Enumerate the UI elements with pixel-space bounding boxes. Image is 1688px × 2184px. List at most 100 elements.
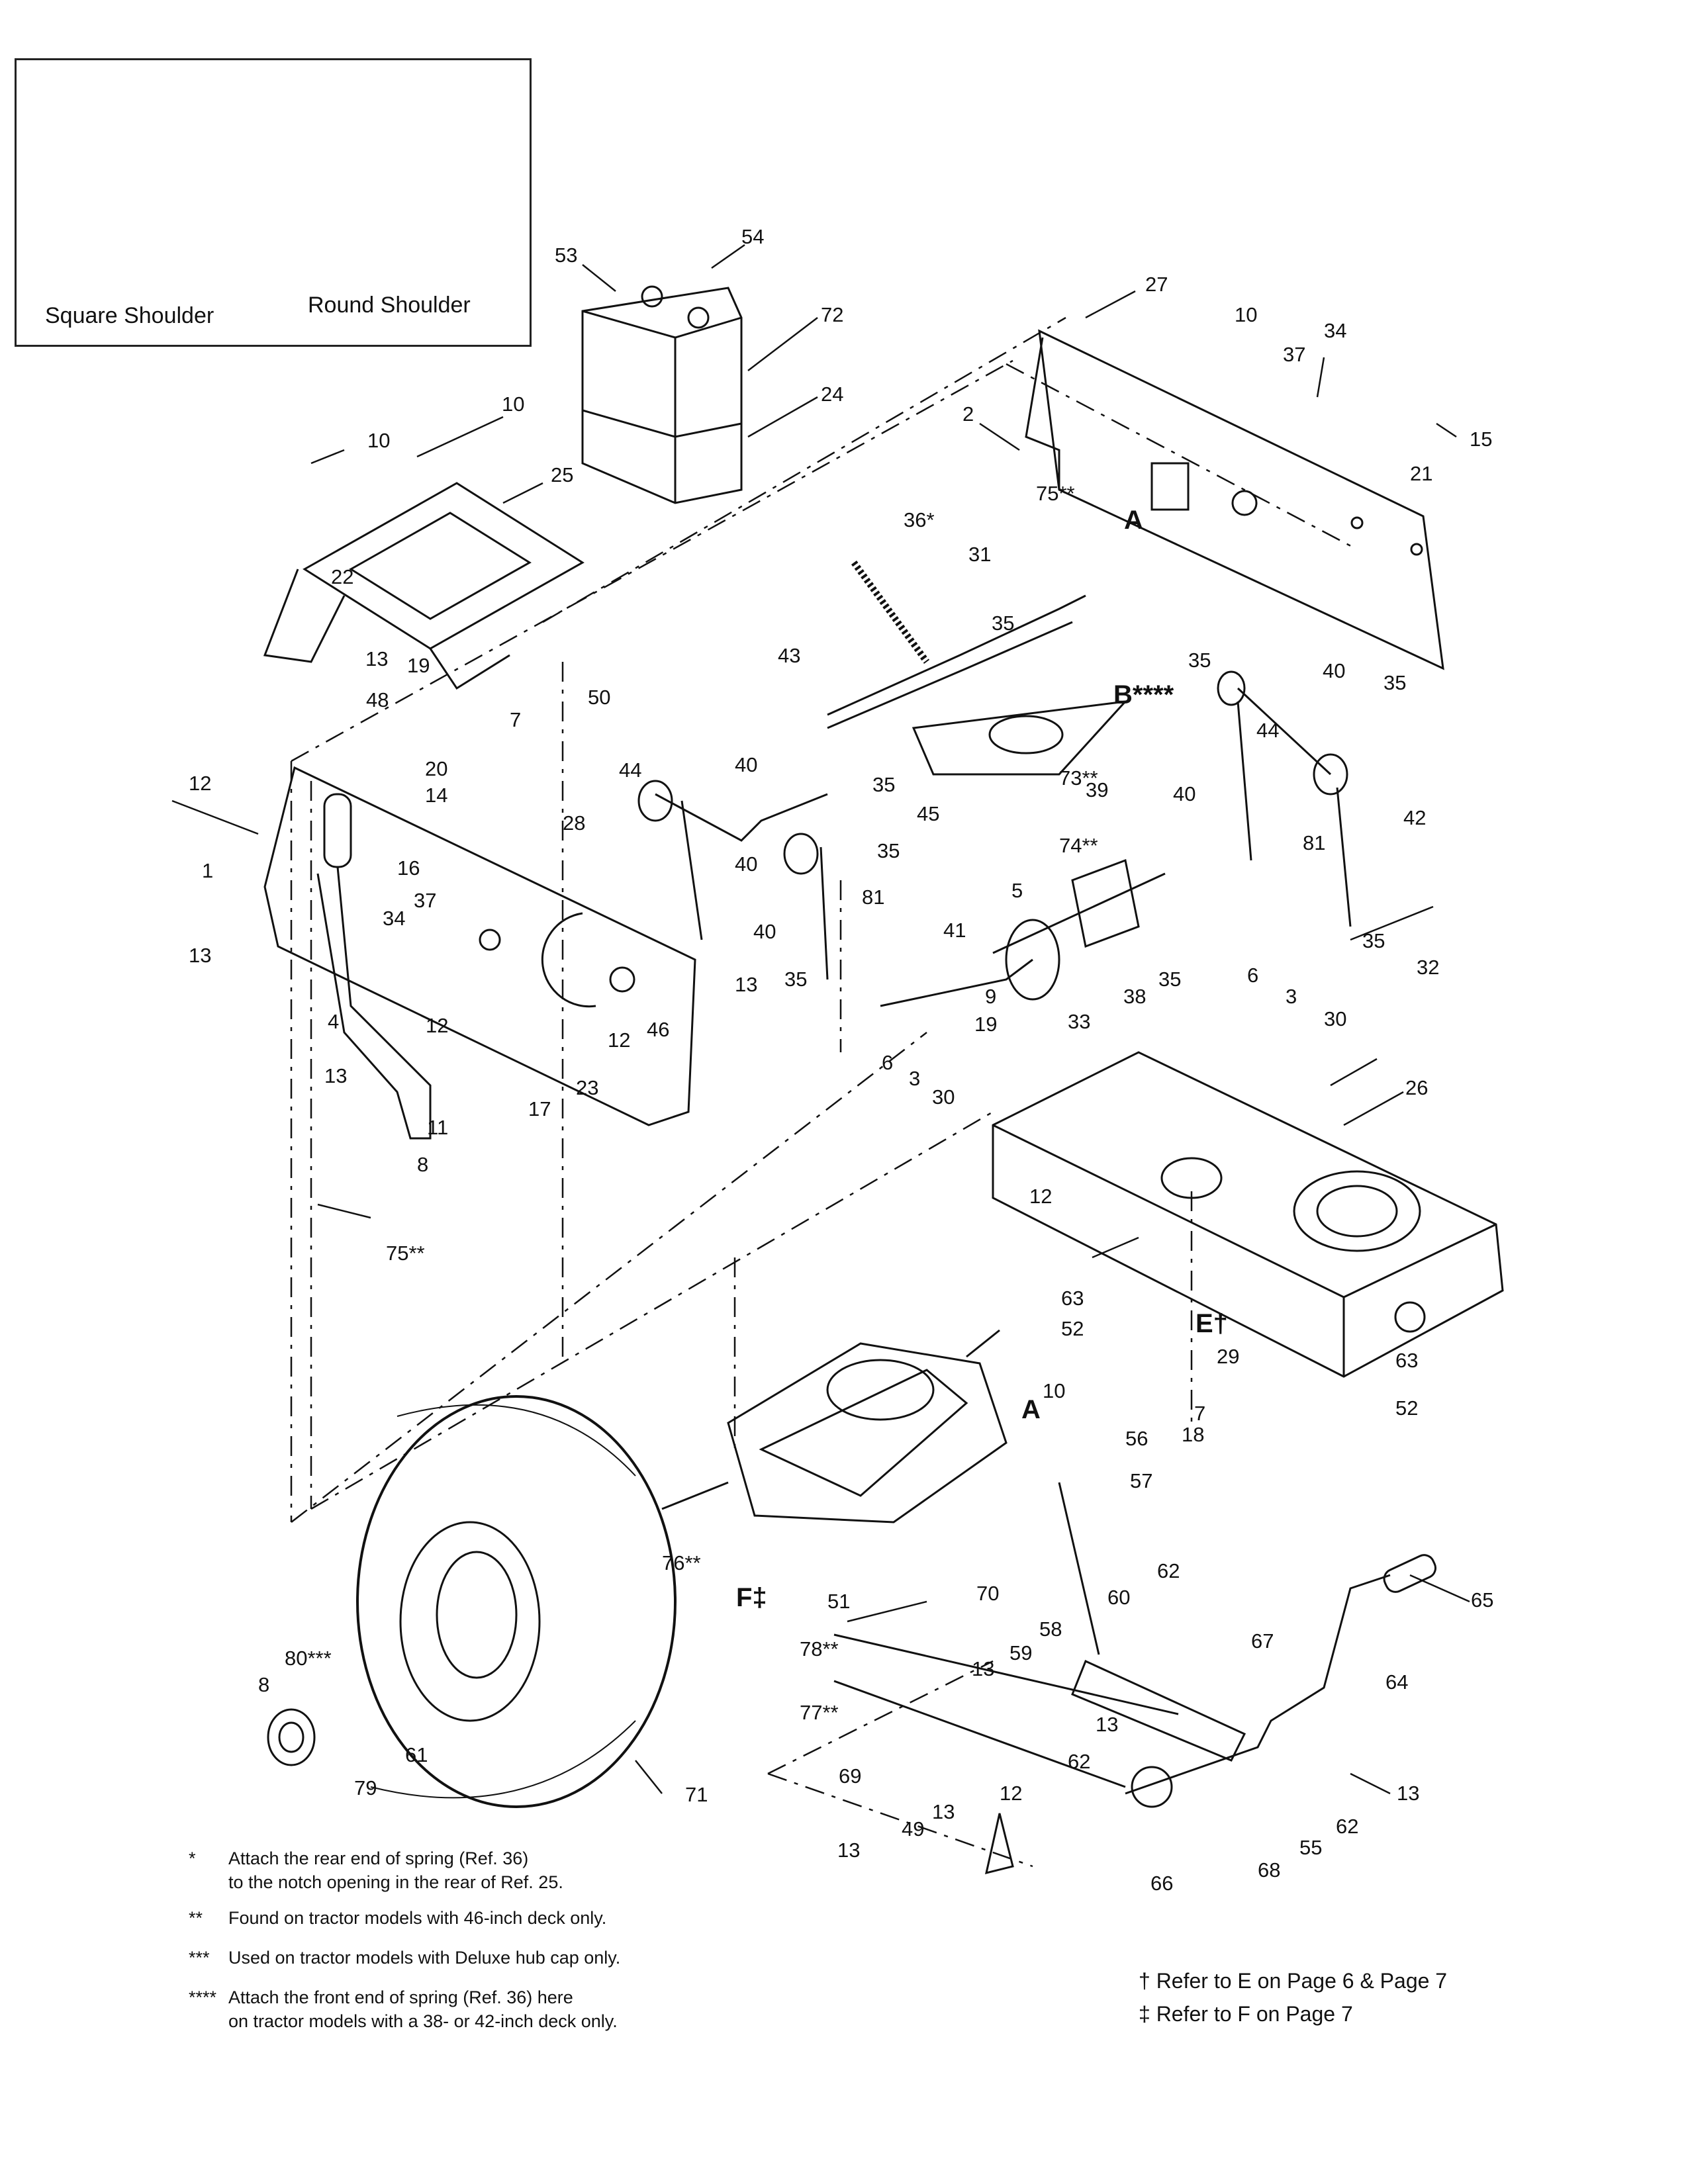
callout-40: 40 [1173,782,1196,805]
callout-A: A [1124,506,1143,535]
callout-58: 58 [1039,1617,1062,1641]
callout-31: 31 [968,543,992,566]
callout-6: 6 [1247,964,1259,987]
callout-81: 81 [862,886,885,909]
callout-24: 24 [821,383,844,406]
footnote-1: * Attach the rear end of spring (Ref. 36)… [189,1846,563,1895]
spring-pivot-assembly-icon [827,561,1128,776]
callout-51: 51 [827,1590,851,1613]
footnote-4: ****Attach the front end of spring (Ref.… [189,1985,618,2034]
callout-13: 13 [365,647,389,670]
callout-7: 7 [510,708,522,731]
callout-E: E† [1196,1309,1228,1338]
footnote-4-mark: **** [189,1987,217,2007]
callout-B: B**** [1113,680,1174,709]
callout-12: 12 [189,772,212,795]
callout-59: 59 [1009,1641,1033,1664]
tire-legend [15,58,532,347]
callout-13: 13 [735,973,758,996]
callout-77: 77** [800,1701,839,1724]
callout-74: 74** [1059,834,1098,857]
brake-shaft-icon [880,858,1166,1007]
callout-13: 13 [189,944,212,967]
callout-20: 20 [425,757,448,780]
callout-16: 16 [397,856,420,880]
callout-8: 8 [258,1673,270,1696]
footnote-1-line-1: Attach the rear end of spring (Ref. 36) [228,1848,529,1868]
callout-76: 76** [662,1551,701,1574]
callout-56: 56 [1125,1427,1149,1450]
callout-55: 55 [1299,1836,1323,1859]
main-chassis-icon [992,1051,1504,1378]
callout-14: 14 [425,784,448,807]
callout-37: 37 [1283,343,1306,366]
callout-41: 41 [943,919,966,942]
callout-42: 42 [1403,806,1427,829]
callout-73: 73** [1059,766,1098,790]
callout-61: 61 [405,1743,428,1766]
callout-30: 30 [1324,1007,1347,1030]
callout-30: 30 [932,1085,955,1109]
callout-13: 13 [837,1839,861,1862]
callout-48: 48 [366,688,389,711]
lift-lever-icon [316,793,432,1140]
callout-2: 2 [962,402,974,426]
linkage-rods-icon [637,670,1352,980]
callout-40: 40 [753,920,776,943]
callout-63: 63 [1395,1349,1419,1372]
callout-63: 63 [1061,1287,1084,1310]
footnote-2: ** Found on tractor models with 46-inch d… [189,1906,606,1930]
callout-13: 13 [1096,1713,1119,1736]
callout-52: 52 [1395,1396,1419,1420]
callout-27: 27 [1145,273,1168,296]
hub-cap-icon [267,1708,316,1766]
callout-17: 17 [528,1097,551,1120]
callout-10: 10 [1235,303,1258,326]
callout-11: 11 [427,1116,449,1139]
callout-3: 3 [909,1067,921,1090]
callout-28: 28 [563,811,586,835]
callout-26: 26 [1405,1076,1429,1099]
callout-49: 49 [902,1817,925,1841]
callout-22: 22 [331,565,354,588]
callout-33: 33 [1068,1010,1091,1033]
callout-13: 13 [324,1064,348,1087]
callout-39: 39 [1086,778,1109,801]
callout-10: 10 [502,392,525,416]
callout-3: 3 [1286,985,1297,1008]
footnote-1-line-2: to the notch opening in the rear of Ref.… [228,1872,563,1893]
callout-43: 43 [778,644,801,667]
footnote-2-mark: ** [189,1908,203,1928]
callout-13: 13 [1397,1782,1420,1805]
callout-57: 57 [1130,1469,1153,1492]
side-frame-plate-icon [263,766,696,1126]
refer-note-e: † Refer to E on Page 6 & Page 7 [1139,1969,1448,1993]
callout-62: 62 [1068,1750,1091,1773]
callout-10: 10 [367,429,391,452]
callout-35: 35 [1188,649,1211,672]
footnote-2-line-1: Found on tractor models with 46-inch dec… [228,1908,607,1928]
callout-13: 13 [932,1800,955,1823]
callout-35: 35 [992,612,1015,635]
callout-7: 7 [1194,1402,1206,1425]
callout-23: 23 [576,1076,599,1099]
callout-34: 34 [383,907,406,930]
callout-52: 52 [1061,1317,1084,1340]
callout-21: 21 [1410,462,1433,485]
callout-34: 34 [1324,319,1347,342]
battery-icon [581,285,743,504]
callout-53: 53 [555,244,578,267]
callout-35: 35 [784,968,808,991]
callout-1: 1 [202,859,214,882]
callout-12: 12 [1000,1782,1023,1805]
callout-29: 29 [1217,1345,1240,1368]
callout-25: 25 [551,463,574,486]
callout-71: 71 [685,1783,708,1806]
callout-65: 65 [1471,1588,1494,1612]
footnote-1-mark: * [189,1848,196,1868]
refer-note-f: ‡ Refer to F on Page 7 [1139,2002,1353,2026]
callout-69: 69 [839,1764,862,1788]
callout-15: 15 [1470,428,1493,451]
transaxle-icon [661,1329,1008,1524]
callout-80: 80*** [285,1647,332,1670]
